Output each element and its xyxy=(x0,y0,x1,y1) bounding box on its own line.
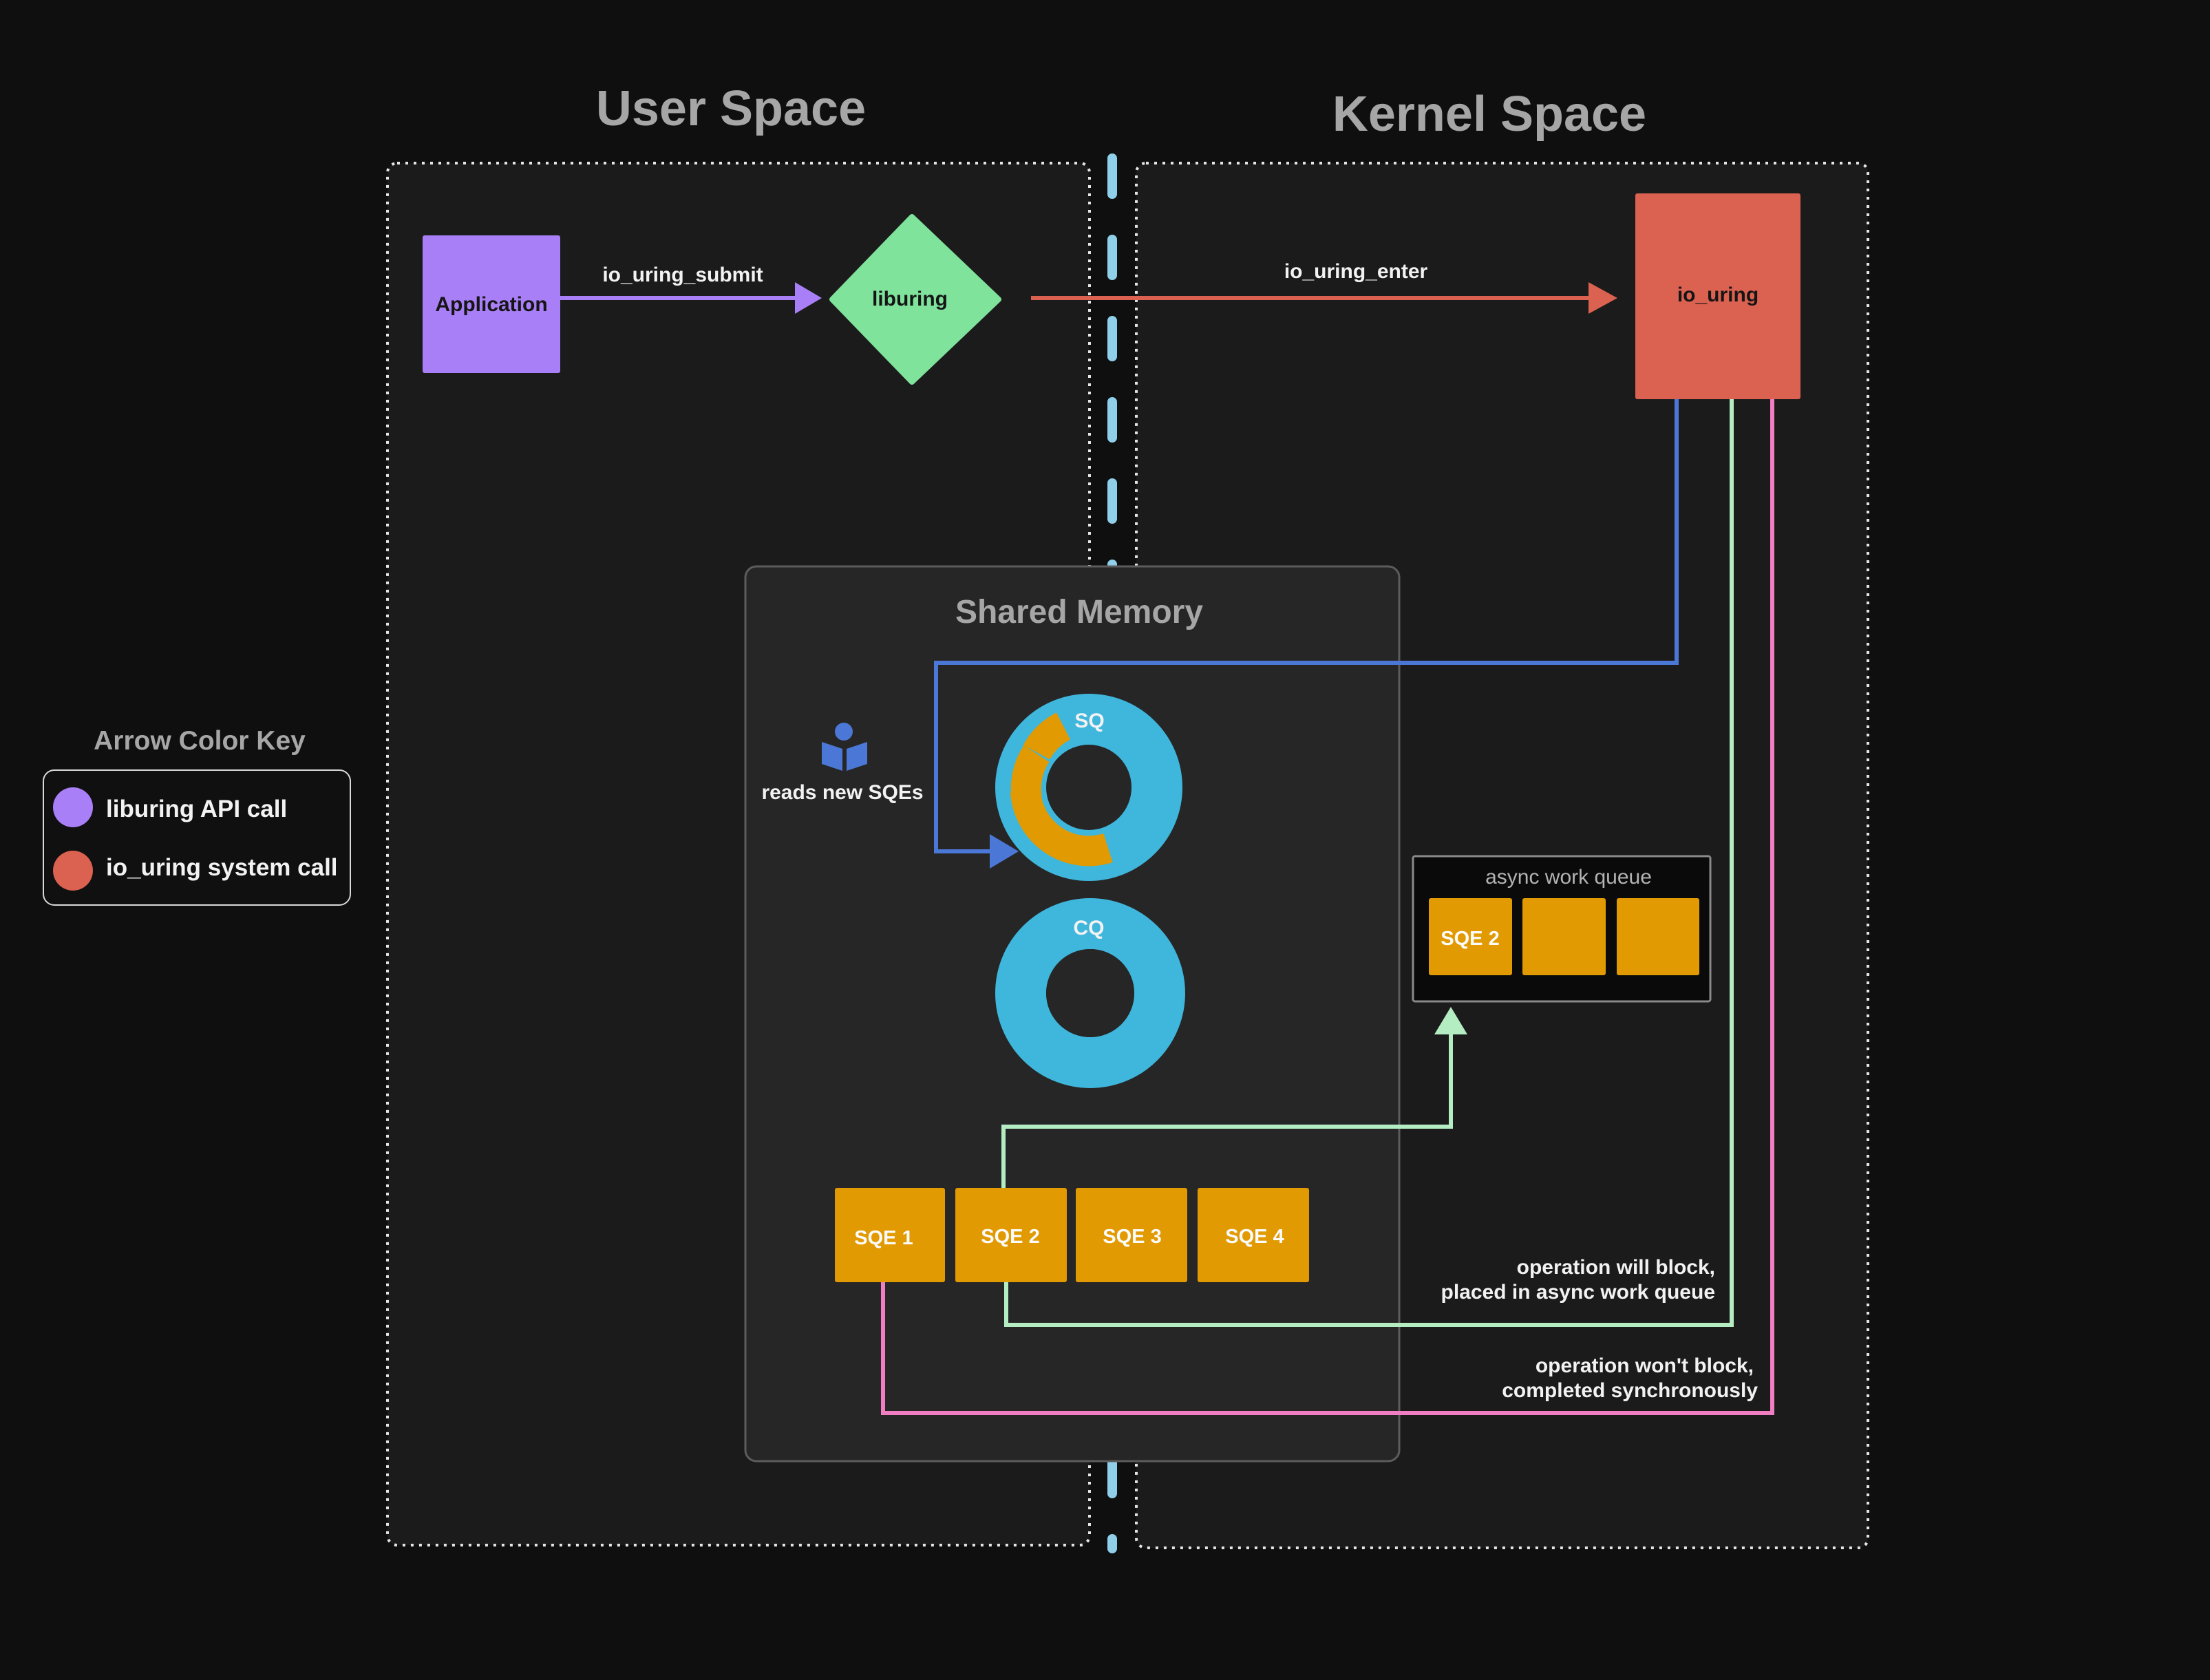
user-space-title: User Space xyxy=(596,81,866,136)
shared-memory-title: Shared Memory xyxy=(955,594,1203,630)
sqe-label: SQE 2 xyxy=(981,1226,1039,1248)
async-queue-slot xyxy=(1429,898,1512,975)
blocking-annotation-line1: operation will block, xyxy=(1517,1256,1715,1279)
sqe-label: SQE 4 xyxy=(1225,1226,1284,1248)
sq-filled-segment-3 xyxy=(1010,745,1050,801)
kernel-space-title: Kernel Space xyxy=(1332,87,1646,142)
io-uring-enter-label: io_uring_enter xyxy=(1284,260,1428,283)
async-work-queue-title: async work queue xyxy=(1485,866,1652,889)
reads-sqes-arrow-line xyxy=(934,399,1679,853)
application-label: Application xyxy=(435,293,547,316)
sq-filled-segment-1 xyxy=(1023,712,1071,761)
sqe-box xyxy=(835,1188,945,1282)
sq-filled-segment-2 xyxy=(1010,789,1113,866)
non-blocking-annotation-line2: completed synchronously xyxy=(1502,1379,1758,1402)
async-queue-slot xyxy=(1617,898,1699,975)
cq-label: CQ xyxy=(1074,917,1105,939)
legend-swatch-io-uring xyxy=(53,851,93,891)
legend-label-liburing: liburing API call xyxy=(106,796,287,822)
liburing-node xyxy=(829,214,1001,385)
async-queue-arrowhead xyxy=(1434,1007,1467,1034)
async-queue-arrow-line xyxy=(1001,1028,1453,1189)
sqe-box xyxy=(1198,1188,1309,1282)
legend-label-io-uring: io_uring system call xyxy=(106,854,338,881)
sqe-label: SQE 3 xyxy=(1103,1226,1161,1248)
io-uring-node xyxy=(1635,193,1800,399)
sq-label: SQ xyxy=(1074,710,1104,732)
application-node xyxy=(423,235,560,373)
blocking-path-line xyxy=(1004,399,1734,1327)
async-queue-slot xyxy=(1522,898,1606,975)
liburing-label: liburing xyxy=(872,288,948,310)
book-reader-icon xyxy=(822,723,867,771)
legend-swatch-liburing xyxy=(53,787,93,827)
reads-new-sqes-label: reads new SQEs xyxy=(761,781,923,804)
async-queue-slot-label: SQE 2 xyxy=(1441,928,1499,950)
sqe-label: SQE 1 xyxy=(854,1227,913,1249)
sq-ring-hole xyxy=(1046,745,1131,830)
io-uring-enter-arrowhead xyxy=(1589,282,1617,314)
io-uring-submit-arrowhead xyxy=(795,282,822,314)
legend-title: Arrow Color Key xyxy=(94,726,306,756)
legend-panel xyxy=(43,769,351,906)
sqe-box xyxy=(955,1188,1067,1282)
io-uring-label: io_uring xyxy=(1677,284,1759,306)
io-uring-submit-label: io_uring_submit xyxy=(602,264,763,286)
cq-ring xyxy=(995,898,1185,1088)
sqe-box xyxy=(1076,1188,1187,1282)
non-blocking-path-line xyxy=(881,399,1774,1415)
blocking-annotation-line2: placed in async work queue xyxy=(1441,1281,1715,1304)
non-blocking-annotation-line1: operation won't block, xyxy=(1536,1354,1754,1377)
cq-ring-hole xyxy=(1046,949,1134,1037)
reads-sqes-arrowhead xyxy=(990,834,1019,869)
